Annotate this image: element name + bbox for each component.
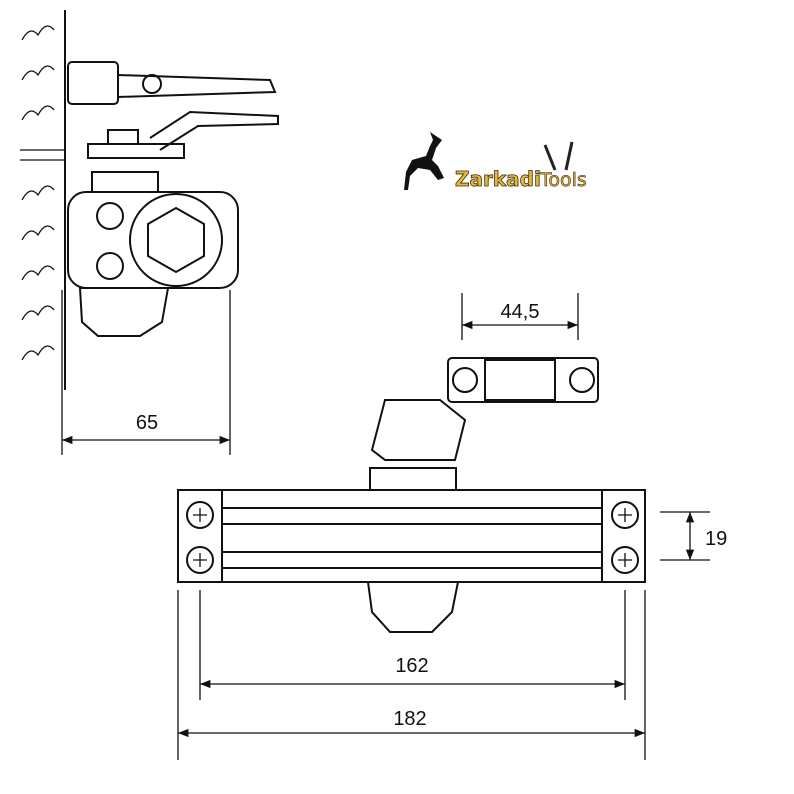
dim-overall-length: 182 xyxy=(393,708,426,730)
zarkadi-tools-logo: Zarkadi Tools xyxy=(404,132,587,191)
dim-screw-spacing: 162 xyxy=(395,655,428,677)
tools-icon xyxy=(543,141,574,171)
wall-hatching xyxy=(20,10,66,390)
dimension-lines xyxy=(61,290,710,760)
dim-side-depth: 65 xyxy=(136,412,158,434)
side-view-closer xyxy=(67,61,279,337)
deer-icon xyxy=(404,132,444,190)
dim-body-height: 19 xyxy=(705,528,727,550)
logo-text-tools: Tools xyxy=(539,169,587,191)
top-view-closer xyxy=(177,357,646,633)
dim-arm-bracket-width: 44,5 xyxy=(501,301,540,323)
screw-icons xyxy=(186,501,639,574)
logo-text-zarkadi: Zarkadi xyxy=(455,167,541,191)
